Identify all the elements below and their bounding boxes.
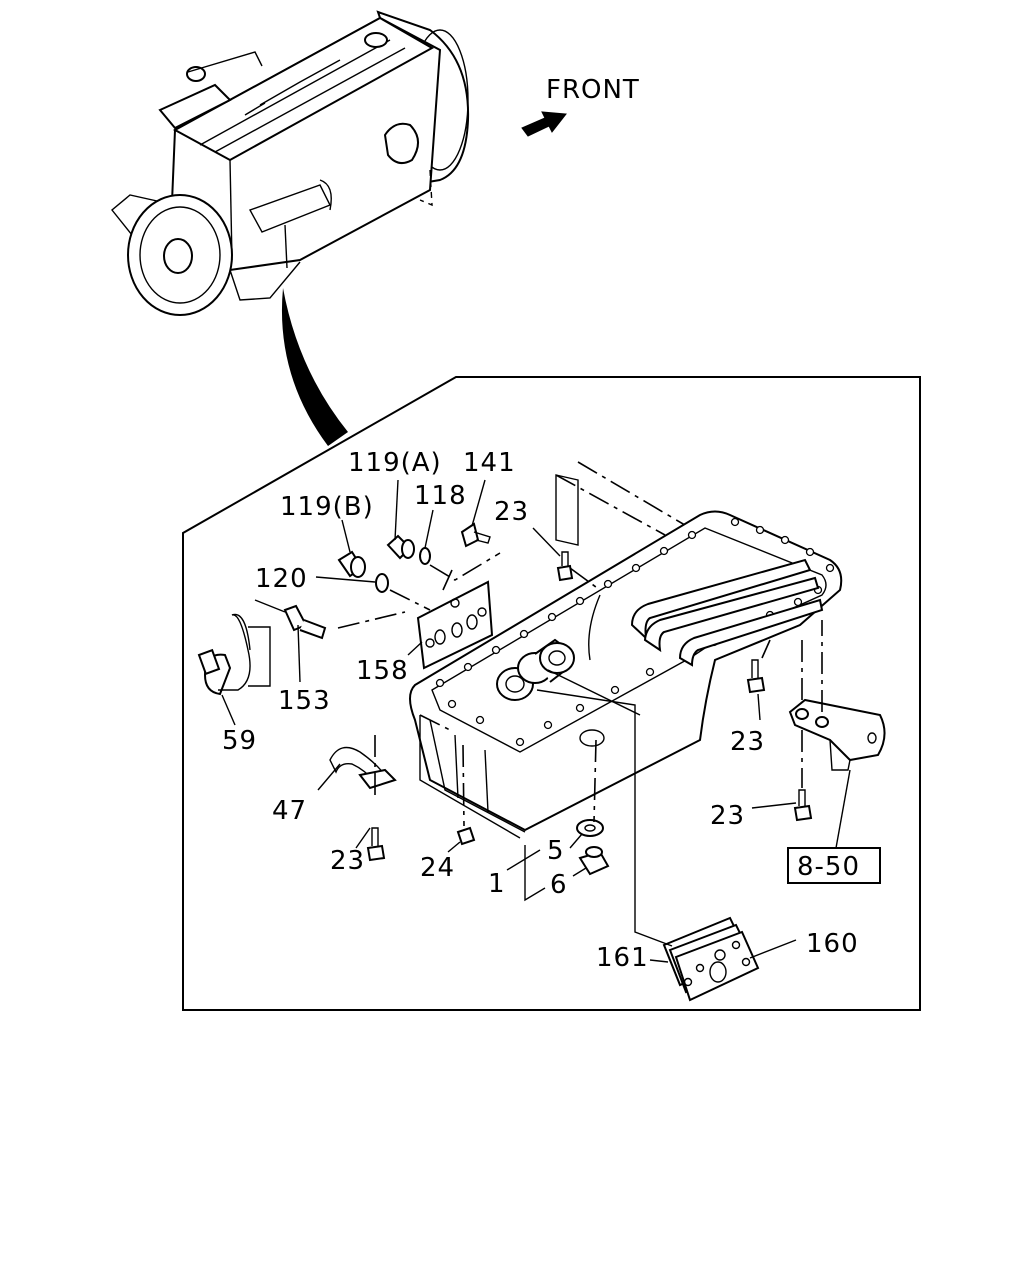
label-47[interactable]: 47 [272,796,307,826]
mounting-plane-outline [555,461,691,546]
label-23-left[interactable]: 23 [330,846,365,876]
label-118[interactable]: 118 [414,481,467,511]
label-leaders [221,479,851,963]
label-23-top[interactable]: 23 [494,497,529,527]
label-59[interactable]: 59 [222,726,257,756]
label-141[interactable]: 141 [463,448,516,478]
label-5[interactable]: 5 [547,836,565,866]
part-23-bolt-right-lower [793,789,813,822]
part-24-nut [456,826,476,846]
front-label: FRONT [546,75,640,105]
label-1[interactable]: 1 [488,869,506,899]
part-6-drain-plug [578,846,610,876]
part-5-gasket [576,819,604,837]
part-141-bolt [460,522,491,548]
label-23-bottom[interactable]: 23 [710,801,745,831]
oil-pan-illustration [409,510,843,833]
label-120[interactable]: 120 [255,564,308,594]
part-120-washer [375,573,389,593]
part-119a-plug [386,534,415,560]
label-8-50[interactable]: 8-50 [797,852,860,882]
part-23-bolt-right-upper [746,659,766,694]
label-160[interactable]: 160 [806,929,859,959]
part-23-bolt-left [366,827,386,862]
label-153[interactable]: 153 [278,686,331,716]
part-118-washer [419,547,431,565]
part-23-bolt-top [556,551,574,582]
part-158-adapter-plate [416,580,494,670]
part-labels: 119(A) 141 119(B) 118 23 120 158 153 59 … [222,448,860,973]
assembly-lines [248,552,823,947]
detail-frame [182,376,921,1011]
part-59-harness-clip [197,613,251,696]
label-119a[interactable]: 119(A) [348,448,442,478]
pan-outlet-ports [496,638,575,701]
part-160-161-gasket-plates [662,916,760,1002]
label-6[interactable]: 6 [550,870,568,900]
label-161[interactable]: 161 [596,943,649,973]
engine-overview-illustration [111,10,470,316]
part-153-sensor [254,599,327,640]
label-119b[interactable]: 119(B) [280,492,374,522]
ref-8-50-box[interactable] [787,847,881,884]
label-24[interactable]: 24 [420,853,455,883]
front-arrow-icon [521,111,567,137]
label-158[interactable]: 158 [356,656,409,686]
part-119b-plug [337,550,366,578]
detail-pointer-arrow [281,288,348,446]
label-23-right[interactable]: 23 [730,727,765,757]
part-8-50-bracket [788,698,886,771]
part-47-bracket [329,746,397,790]
